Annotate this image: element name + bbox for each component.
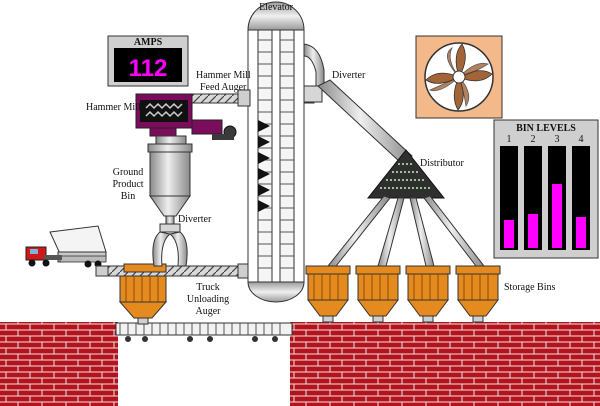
bucket-elevator (247, 1, 305, 303)
bin-level-label-1: 1 (507, 134, 512, 145)
label-hammer-mill-feed-auger-2: Feed Auger (200, 82, 247, 93)
label-hammer-mill: Hammer Mill (86, 102, 141, 113)
bin-level-fill-1 (504, 220, 514, 248)
amps-title: AMPS (134, 37, 163, 48)
fan-icon[interactable] (415, 35, 503, 119)
label-ground-product-bin-3: Bin (121, 191, 135, 202)
bin-level-fill-3 (552, 184, 562, 248)
hammer-mill (135, 93, 237, 140)
label-storage-bins: Storage Bins (504, 282, 555, 293)
diverter-lower (152, 223, 188, 267)
bin-level-fill-2 (528, 214, 538, 248)
storage-bin-4 (455, 265, 501, 323)
storage-bin-3 (405, 265, 451, 323)
label-distributor: Distributor (420, 158, 465, 169)
truck-receiving-hopper (118, 263, 168, 325)
diverter-top (303, 85, 323, 103)
amps-display (107, 35, 189, 87)
bin-level-label-3: 3 (555, 134, 560, 145)
bin-level-label-2: 2 (531, 134, 536, 145)
brick-wall-right (290, 322, 600, 406)
ground-product-bin (147, 135, 193, 225)
label-truck-unloading-auger-2: Unloading (187, 294, 229, 305)
truck-unloading-auger (95, 265, 247, 277)
amps-value: 112 (129, 55, 168, 82)
label-elevator: Elevator (259, 2, 294, 13)
label-diverter-top: Diverter (332, 70, 366, 81)
brick-wall-left (0, 322, 118, 406)
bin-levels-panel: 1 2 3 4 (493, 119, 599, 259)
label-truck-unloading-auger-3: Auger (196, 306, 222, 317)
distributor (326, 149, 486, 267)
label-ground-product-bin-2: Product (112, 179, 143, 190)
storage-bin-2 (355, 265, 401, 323)
bin-level-fill-4 (576, 217, 586, 248)
bin-level-label-4: 4 (579, 134, 584, 145)
bin-levels-title: BIN LEVELS (516, 123, 576, 134)
label-ground-product-bin-1: Ground (113, 167, 144, 178)
railcar-icon (115, 322, 293, 342)
truck-icon (25, 225, 107, 268)
label-diverter-lower: Diverter (178, 214, 212, 225)
storage-bin-1 (305, 265, 351, 323)
label-truck-unloading-auger-1: Truck (196, 282, 220, 293)
label-hammer-mill-feed-auger-1: Hammer Mill (196, 70, 251, 81)
